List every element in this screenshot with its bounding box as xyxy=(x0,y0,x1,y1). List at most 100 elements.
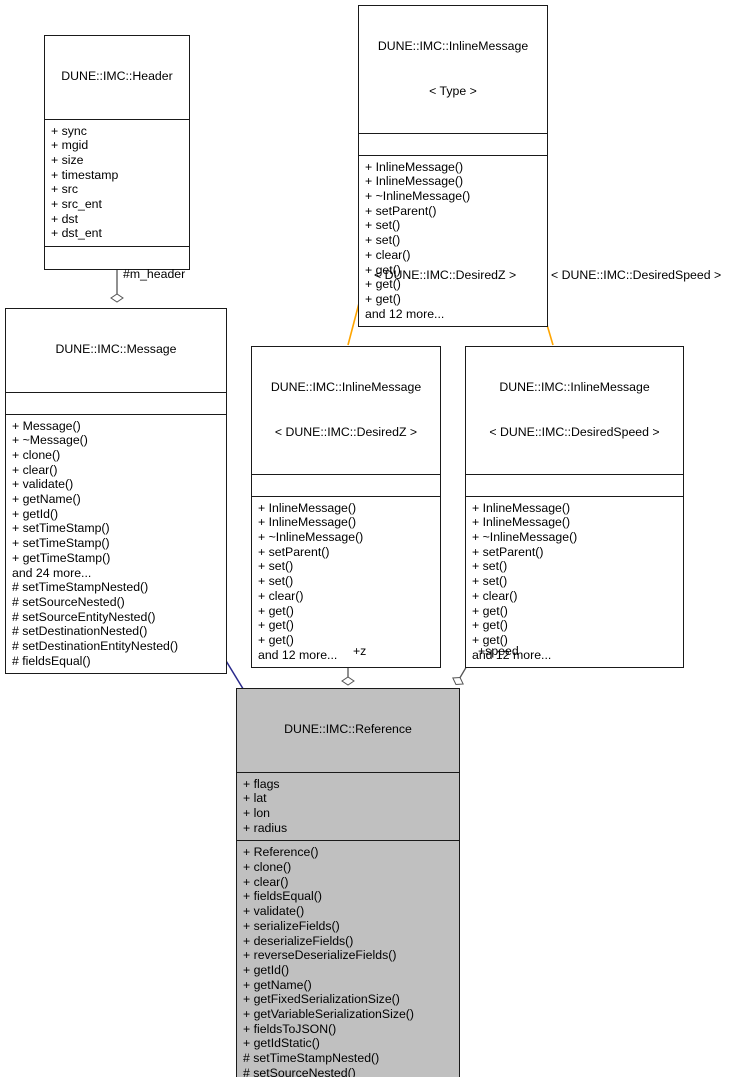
operation-row: + setParent() xyxy=(472,544,544,559)
attribute-row: + flags xyxy=(243,776,280,791)
operation-row: + get() xyxy=(258,632,294,647)
operation-row: + set() xyxy=(258,574,294,589)
operation-row: + validate() xyxy=(12,477,74,492)
operation-row: + set() xyxy=(258,559,294,574)
operation-row: + fieldsToJSON() xyxy=(243,1021,337,1036)
operation-row: + set() xyxy=(472,574,508,589)
operation-row: + set() xyxy=(365,218,401,233)
operation-row: + deserializeFields() xyxy=(243,933,354,948)
class-title-reference: DUNE::IMC::Reference xyxy=(237,689,459,773)
operation-row: # fieldsEqual() xyxy=(12,653,91,668)
class-attributes-message xyxy=(6,393,226,415)
operation-row: + ~InlineMessage() xyxy=(258,530,364,545)
class-operations-reference: + Reference() + clone() + clear() + fiel… xyxy=(237,841,459,1077)
operation-row: # setSourceNested() xyxy=(243,1065,356,1077)
attribute-row: + mgid xyxy=(51,138,89,153)
attribute-row: + dst xyxy=(51,211,79,226)
class-attributes-inline-message-desiredz xyxy=(252,475,440,497)
operation-row: + setParent() xyxy=(258,544,330,559)
edge-label-desiredz-binding: < DUNE::IMC::DesiredZ > xyxy=(374,268,517,282)
class-title-inline-message-desiredspeed: DUNE::IMC::InlineMessage < DUNE::IMC::De… xyxy=(466,347,683,475)
operation-row: + reverseDeserializeFields() xyxy=(243,948,397,963)
class-title-header: DUNE::IMC::Header xyxy=(45,36,189,120)
operation-row: + ~InlineMessage() xyxy=(365,189,471,204)
attribute-row: + src_ent xyxy=(51,197,102,212)
operation-row: + serializeFields() xyxy=(243,918,340,933)
class-operations-header xyxy=(45,247,189,269)
operation-row: and 12 more... xyxy=(258,647,338,662)
attribute-row: + radius xyxy=(243,820,288,835)
operation-row: + clear() xyxy=(12,462,58,477)
class-operations-inline-message-desiredz: + InlineMessage() + InlineMessage() + ~I… xyxy=(252,497,440,668)
operation-row: + get() xyxy=(365,291,401,306)
operation-row: + get() xyxy=(472,618,508,633)
edge-label-z: +z xyxy=(353,644,367,658)
operation-row: + InlineMessage() xyxy=(365,174,464,189)
attribute-row: + lon xyxy=(243,805,271,820)
operation-row: + set() xyxy=(365,233,401,248)
operation-row: + ~Message() xyxy=(12,433,88,448)
operation-row: # setDestinationEntityNested() xyxy=(12,639,179,654)
operation-row: + InlineMessage() xyxy=(258,515,357,530)
operation-row: + getName() xyxy=(12,492,81,507)
attribute-row: + sync xyxy=(51,123,87,138)
class-box-reference[interactable]: DUNE::IMC::Reference + flags + lat + lon… xyxy=(236,688,460,1077)
operation-row: + InlineMessage() xyxy=(365,159,464,174)
operation-row: # setTimeStampNested() xyxy=(12,580,149,595)
operation-row: + clear() xyxy=(243,874,289,889)
class-title-inline-message-desiredz: DUNE::IMC::InlineMessage < DUNE::IMC::De… xyxy=(252,347,440,475)
class-attributes-inline-message-template xyxy=(359,134,547,156)
class-operations-inline-message-template: + InlineMessage() + InlineMessage() + ~I… xyxy=(359,156,547,327)
operation-row: + get() xyxy=(258,618,294,633)
operation-row: # setSourceNested() xyxy=(12,594,125,609)
attribute-row: + dst_ent xyxy=(51,226,102,241)
operation-row: + setParent() xyxy=(365,203,437,218)
operation-row: + setTimeStamp() xyxy=(12,536,110,551)
class-attributes-reference: + flags + lat + lon + radius xyxy=(237,773,459,842)
operation-row: # setDestinationNested() xyxy=(12,624,148,639)
operation-row: + set() xyxy=(472,559,508,574)
operation-row: + clear() xyxy=(365,247,411,262)
class-box-inline-message-desiredz[interactable]: DUNE::IMC::InlineMessage < DUNE::IMC::De… xyxy=(251,346,441,669)
attribute-row: + lat xyxy=(243,791,267,806)
class-title-message: DUNE::IMC::Message xyxy=(6,309,226,393)
operation-row: + fieldsEqual() xyxy=(243,889,322,904)
class-operations-inline-message-desiredspeed: + InlineMessage() + InlineMessage() + ~I… xyxy=(466,497,683,668)
class-box-inline-message-desiredspeed[interactable]: DUNE::IMC::InlineMessage < DUNE::IMC::De… xyxy=(465,346,684,669)
edge-label-desiredspeed-binding: < DUNE::IMC::DesiredSpeed > xyxy=(551,268,722,282)
class-box-header[interactable]: DUNE::IMC::Header + sync + mgid + size +… xyxy=(44,35,190,271)
operation-row: + Reference() xyxy=(243,845,319,860)
class-box-inline-message-template[interactable]: DUNE::IMC::InlineMessage < Type > + Inli… xyxy=(358,5,548,328)
operation-row: + get() xyxy=(472,603,508,618)
operation-row: + clear() xyxy=(472,588,518,603)
operation-row: + clone() xyxy=(12,447,61,462)
attribute-row: + timestamp xyxy=(51,167,119,182)
edge-label-m-header: #m_header xyxy=(123,267,186,281)
operation-row: + getId() xyxy=(12,506,59,521)
operation-row: # setTimeStampNested() xyxy=(243,1051,380,1066)
operation-row: + getName() xyxy=(243,977,312,992)
operation-row: + InlineMessage() xyxy=(258,500,357,515)
operation-row: and 12 more... xyxy=(365,306,445,321)
operation-row: + validate() xyxy=(243,904,305,919)
operation-row: + setTimeStamp() xyxy=(12,521,110,536)
operation-row: + getIdStatic() xyxy=(243,1036,320,1051)
class-attributes-header: + sync + mgid + size + timestamp + src +… xyxy=(45,120,189,248)
operation-row: # setSourceEntityNested() xyxy=(12,609,156,624)
operation-row: + InlineMessage() xyxy=(472,500,571,515)
operation-row: + getVariableSerializationSize() xyxy=(243,1007,414,1022)
operation-row: + clear() xyxy=(258,588,304,603)
class-operations-message: + Message() + ~Message() + clone() + cle… xyxy=(6,415,226,674)
operation-row: + get() xyxy=(258,603,294,618)
operation-row: + InlineMessage() xyxy=(472,515,571,530)
operation-row: + Message() xyxy=(12,418,81,433)
operation-row: + clone() xyxy=(243,860,292,875)
operation-row: + ~InlineMessage() xyxy=(472,530,578,545)
operation-row: + getId() xyxy=(243,962,290,977)
class-title-inline-message-template: DUNE::IMC::InlineMessage < Type > xyxy=(359,6,547,134)
attribute-row: + src xyxy=(51,182,78,197)
attribute-row: + size xyxy=(51,152,84,167)
operation-row: + getTimeStamp() xyxy=(12,550,111,565)
class-box-message[interactable]: DUNE::IMC::Message + Message() + ~Messag… xyxy=(5,308,227,675)
